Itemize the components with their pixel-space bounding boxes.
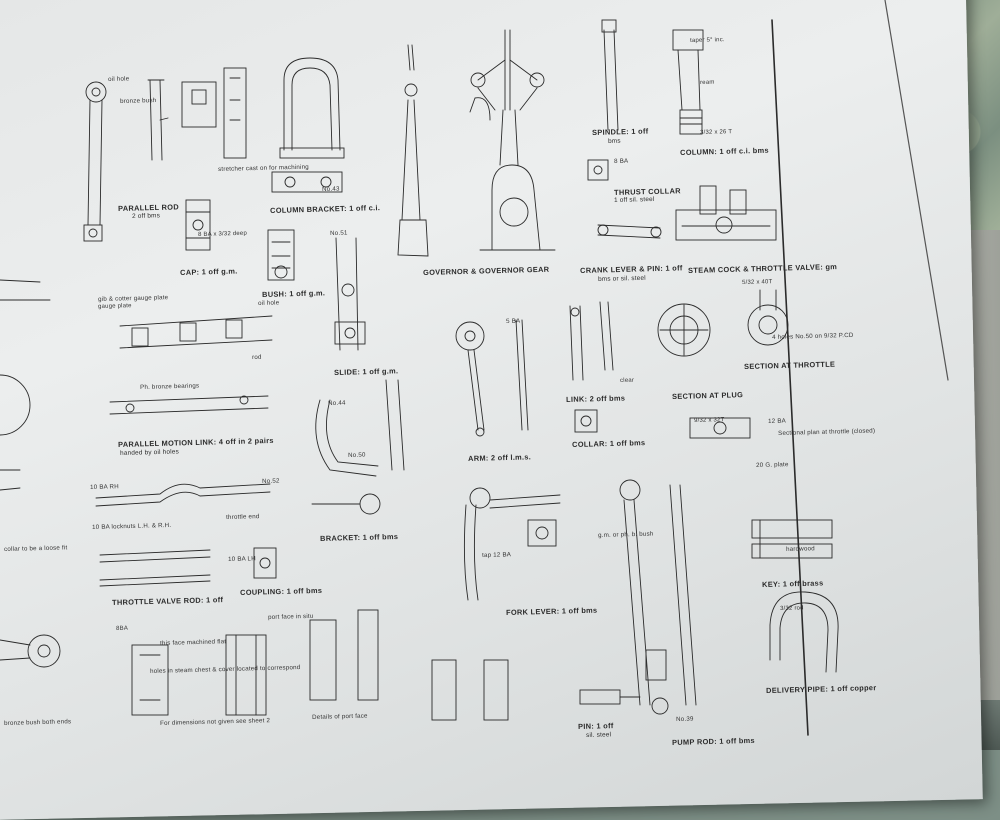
throttle-valve-rod-drawing [95, 483, 271, 587]
note-10ba-lh: 10 BA LH [228, 555, 256, 563]
engineering-drawing: PARALLEL ROD 2 off bms COLUMN BRACKET: 1… [0, 0, 949, 747]
note-oil-hole: oil hole [108, 75, 130, 83]
left-edge-drawing [0, 279, 51, 491]
label-parallel-rod-sub: 2 off bms [132, 212, 161, 220]
note-details-port: Details of port face [312, 712, 368, 721]
pump-rod-drawing [619, 479, 697, 715]
drawing-linework [0, 0, 949, 736]
note-ba-deep: 8 BA x 3/32 deep [198, 230, 248, 238]
label-crank-lever-sub: bms or sil. steel [598, 274, 646, 283]
label-key: KEY: 1 off brass [762, 578, 824, 589]
label-parallel-rod: PARALLEL ROD [118, 202, 180, 213]
lower-left-drawing [0, 609, 509, 721]
note-gm-bush: g.m. or ph. b. bush [598, 530, 654, 539]
label-collar: COLLAR: 1 off bms [572, 438, 646, 449]
label-pin: PIN: 1 off [578, 721, 614, 731]
note-no52: No.52 [262, 477, 280, 485]
note-thread-26t: 3/32 x 26 T [700, 129, 733, 136]
note-hardwood: hardwood [786, 545, 815, 553]
note-ream: ream [700, 79, 715, 86]
label-link: LINK: 2 off bms [566, 393, 626, 404]
section-plug-drawing [657, 289, 789, 357]
note-no44: No.44 [328, 399, 346, 407]
fork-lever-drawing [463, 487, 561, 601]
column-bracket-drawing [181, 57, 345, 193]
note-5ba: 5 BA [506, 317, 521, 325]
thrust-collar-drawing [587, 159, 662, 239]
note-rod: rod [252, 353, 262, 361]
label-spindle: SPINDLE: 1 off [592, 126, 649, 137]
label-arm: ARM: 2 off l.m.s. [468, 452, 532, 463]
collar-drawing [574, 409, 598, 433]
key-drawing [689, 417, 833, 559]
parallel-rod-drawing [83, 79, 169, 242]
label-section-plug: SECTION AT PLUG [672, 390, 744, 401]
note-bronze-bush: bronze bush [120, 97, 157, 105]
label-slide: SLIDE: 1 off g.m. [334, 366, 399, 377]
note-taper: taper 5° inc. [690, 37, 725, 44]
note-port-face: port face in situ [268, 612, 314, 621]
pin-drawing [579, 689, 641, 705]
label-cap: CAP: 1 off g.m. [180, 266, 238, 277]
coupling-drawing [253, 547, 277, 579]
note-no50: No.50 [348, 451, 366, 459]
note-thread-32t: 9/32 x 32T [694, 417, 725, 424]
steam-cock-drawing [675, 185, 777, 241]
bush-drawing [267, 229, 295, 281]
note-clear: clear [620, 377, 635, 384]
note-no39: No.39 [676, 715, 694, 723]
note-gauge-plate: gauge plate [98, 303, 132, 310]
parallel-motion-link-drawing [109, 315, 273, 415]
label-spindle-sub: bms [608, 137, 621, 145]
note-12ba: 12 BA [768, 417, 787, 425]
cap-drawing [185, 199, 211, 251]
spindle-column-drawing [601, 19, 704, 135]
note-8ba: 8 BA [614, 157, 629, 165]
link-drawing [569, 301, 614, 381]
note-10ba-rh: 10 BA RH [90, 483, 119, 491]
note-thread-40t: 5/32 x 40T [742, 279, 773, 286]
note-8ba-lower: 8BA [116, 625, 129, 632]
arm-drawing [455, 319, 529, 437]
note-tap12: tap 12 BA [482, 551, 512, 559]
note-oil-hole-2: oil hole [258, 299, 280, 307]
delivery-pipe-drawing [769, 591, 839, 673]
note-rod-3-32: 3/32 rod [780, 605, 804, 612]
note-throttle-end: throttle end [226, 513, 260, 521]
label-pin-sub: sil. steel [586, 731, 612, 739]
note-20g-plate: 20 G. plate [756, 461, 789, 469]
governor-drawing [397, 29, 556, 257]
note-no43: No.43 [322, 185, 340, 193]
label-bush: BUSH: 1 off g.m. [262, 288, 326, 299]
note-no51: No.51 [330, 229, 348, 237]
label-thrust-collar-sub: 1 off sil. steel [614, 195, 655, 204]
bracket-drawing [311, 379, 405, 515]
slide-drawing [334, 237, 366, 351]
